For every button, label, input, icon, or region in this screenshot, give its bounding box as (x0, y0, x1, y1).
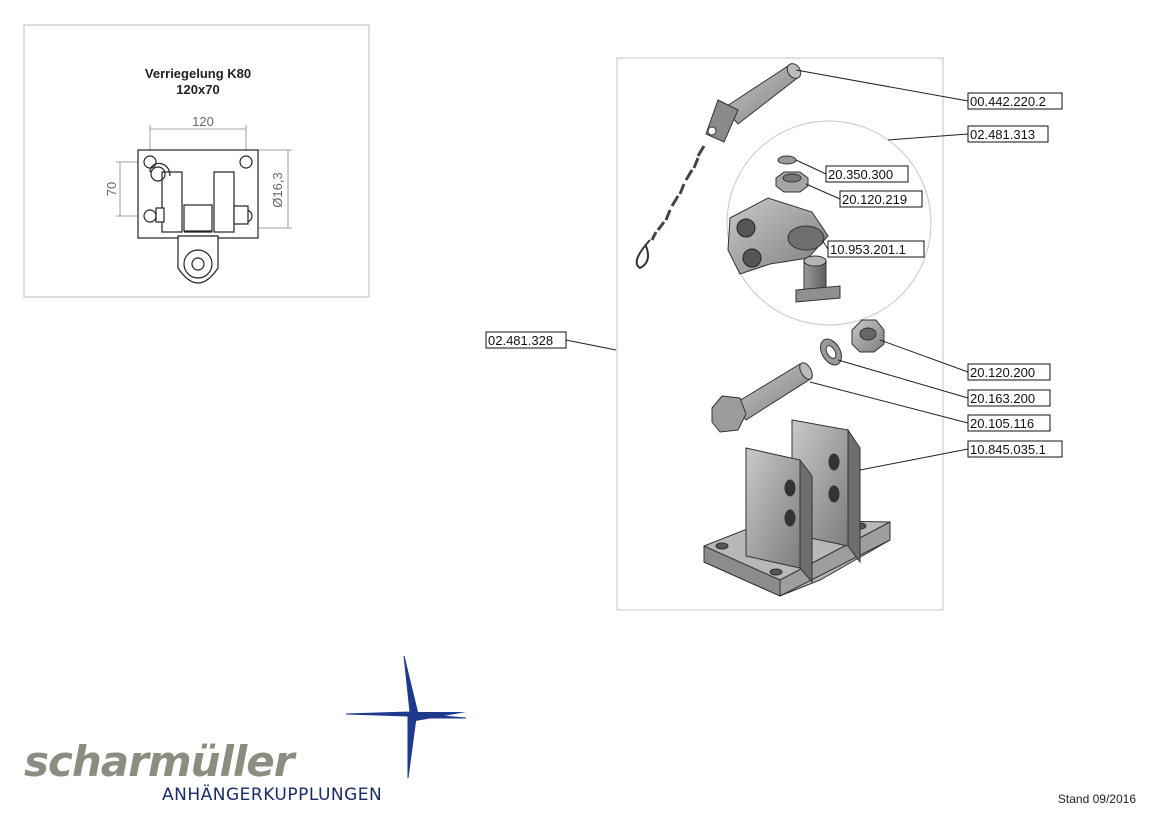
callout-p5: 10.953.201.1 (827, 240, 925, 258)
pin-with-chain (635, 63, 802, 270)
part-number-label: 20.120.200 (970, 365, 1035, 380)
logo-spark-icon (345, 655, 467, 779)
callout-box (485, 331, 567, 349)
latch-pin (795, 255, 841, 303)
exploded-view-frame (616, 57, 944, 611)
part-number-label: 20.105.116 (970, 416, 1034, 431)
callout-p9: 20.105.116 (967, 414, 1051, 432)
logo-tagline: ANHÄNGERKUPPLUNGEN (162, 784, 382, 805)
latch-assembly (727, 155, 841, 303)
callout-p7: 20.120.200 (967, 363, 1051, 381)
part-number-label: 20.163.200 (970, 391, 1035, 406)
callout-box (827, 240, 925, 258)
callout-box (967, 125, 1049, 143)
overview-top-view (137, 149, 259, 284)
callout-box (967, 389, 1051, 407)
part-number-label: 20.350.300 (828, 167, 893, 182)
latch-body (727, 197, 829, 275)
overview-title: Verriegelung K80 (145, 66, 251, 81)
part-number-label: 10.953.201.1 (830, 242, 906, 257)
callout-p6: 02.481.328 (485, 331, 567, 349)
detail-circle (726, 120, 932, 326)
callout-p8: 20.163.200 (967, 389, 1051, 407)
callout-box (967, 414, 1051, 432)
part-number-label: 20.120.219 (842, 192, 907, 207)
logo: scharmüller ANHÄNGERKUPPLUNGEN (24, 655, 467, 805)
nut-m20-small (775, 171, 809, 193)
part-number-label: 02.481.328 (488, 333, 553, 348)
spring-washer (777, 155, 797, 165)
flat-washer (820, 338, 842, 366)
dim-height: 70 (104, 182, 119, 196)
hex-bolt (711, 362, 813, 433)
stand-date: Stand 09/2016 (1058, 792, 1136, 806)
overview-panel: Verriegelung K80 120x70 120 70 Ø16,3 (23, 24, 370, 298)
callout-p10: 10.845.035.1 (967, 440, 1063, 458)
callout-box (967, 440, 1063, 458)
leader-lines (565, 69, 969, 471)
callout-p1: 00.442.220.2 (967, 92, 1063, 110)
overview-subtitle: 120x70 (176, 82, 219, 97)
callout-p2: 02.481.313 (967, 125, 1049, 143)
hex-nut (851, 319, 885, 353)
part-number-label: 00.442.220.2 (970, 94, 1046, 109)
callouts: 00.442.220.2 02.481.313 20.350.300 20.120.2… (485, 92, 1063, 458)
callout-box (967, 363, 1051, 381)
dim-hole: Ø16,3 (270, 172, 285, 207)
callout-p4: 20.120.219 (839, 190, 923, 208)
logo-brand: scharmüller (24, 737, 297, 786)
callout-box (839, 190, 923, 208)
part-number-label: 10.845.035.1 (970, 442, 1046, 457)
base-bracket (703, 419, 891, 597)
part-number-label: 02.481.313 (970, 127, 1035, 142)
callout-box (967, 92, 1063, 110)
dim-width: 120 (192, 114, 214, 129)
callout-p3: 20.350.300 (825, 165, 909, 183)
callout-box (825, 165, 909, 183)
